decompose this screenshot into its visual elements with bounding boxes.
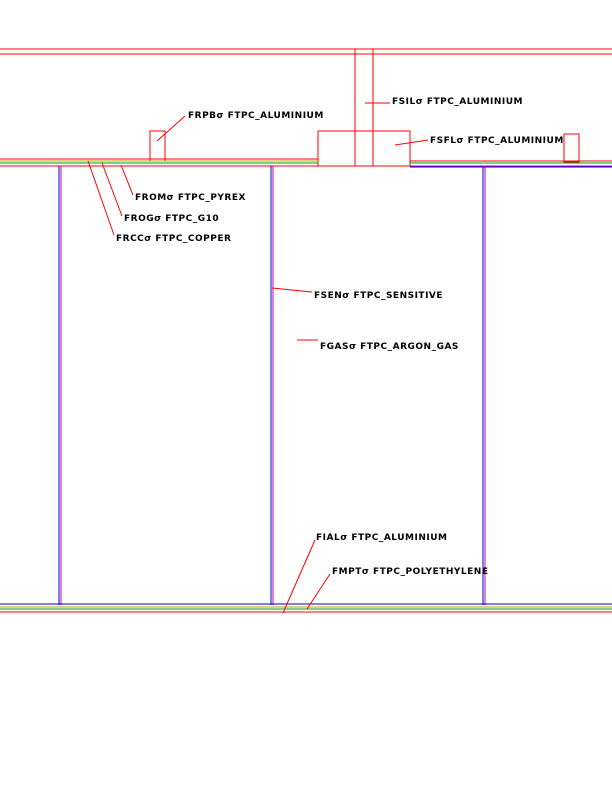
- leader-lines: [87, 102, 429, 614]
- field-rod-1: [58, 166, 62, 605]
- leader-frcc: [87, 160, 115, 236]
- label-fgas: FGASσ FTPC_ARGON_GAS: [320, 342, 459, 352]
- bottom-layers: [0, 603, 612, 613]
- flange-block: [317, 130, 411, 167]
- label-frcc: FRCCσ FTPC_COPPER: [116, 234, 231, 244]
- leader-fsfl: [394, 139, 429, 146]
- label-fmpt: FMPTσ FTPC_POLYETHYLENE: [332, 567, 488, 577]
- upper-ring-layers-right: [410, 160, 612, 168]
- upper-ring-layers-left: [0, 158, 318, 167]
- leader-from: [120, 164, 134, 196]
- leader-fmpt: [306, 573, 331, 610]
- leader-frog: [101, 162, 123, 217]
- leader-fial: [282, 539, 316, 614]
- leader-fsen: [271, 287, 313, 293]
- top-outer-band: [0, 48, 612, 55]
- bracket-right: [563, 133, 580, 163]
- leader-frpb: [156, 115, 186, 142]
- label-frpb: FRPBσ FTPC_ALUMINIUM: [188, 111, 324, 121]
- label-from: FROMσ FTPC_PYREX: [135, 193, 246, 203]
- label-fial: FIALσ FTPC_ALUMINIUM: [316, 533, 447, 543]
- label-frog: FROGσ FTPC_G10: [124, 214, 219, 224]
- support-pillar: [354, 49, 374, 166]
- label-fsen: FSENσ FTPC_SENSITIVE: [314, 291, 443, 301]
- label-fsfl: FSFLσ FTPC_ALUMINIUM: [430, 136, 564, 146]
- field-rod-2: [270, 166, 274, 605]
- label-fsil: FSILσ FTPC_ALUMINIUM: [392, 97, 523, 107]
- field-rod-3: [482, 167, 486, 605]
